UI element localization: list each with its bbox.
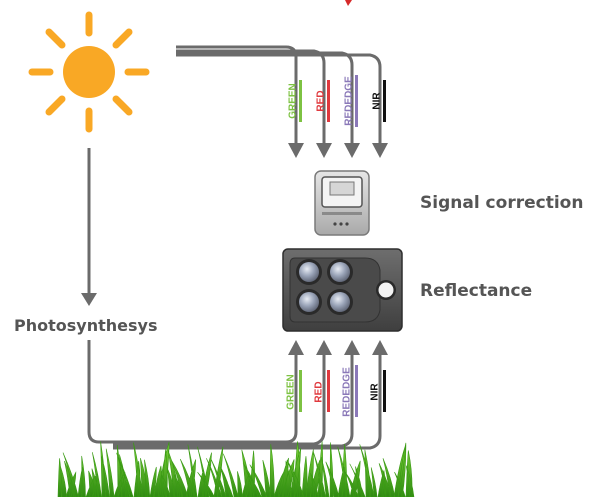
- band-label-red-bottom: RED: [314, 381, 325, 402]
- sun-icon: [28, 11, 150, 133]
- multispectral-camera-icon: [282, 248, 403, 332]
- incoming-band-labels: GREEN RED REDEDGE NIR: [288, 76, 383, 126]
- photosynthesis-label: Photosynthesys: [14, 316, 158, 335]
- incoming-light-lines: [176, 45, 382, 145]
- band-label-green-bottom: GREEN: [286, 374, 297, 410]
- reflected-band-bars: [299, 365, 386, 417]
- signal-correction-label: Signal correction: [420, 193, 584, 213]
- band-label-red-top: RED: [316, 90, 327, 111]
- sunshine-sensor-icon: [314, 170, 370, 236]
- grass-icon: [57, 441, 415, 497]
- reflected-arrowheads: [288, 340, 388, 355]
- reflected-band-labels: GREEN RED REDEDGE NIR: [286, 367, 381, 417]
- band-label-green-top: GREEN: [288, 83, 299, 119]
- incoming-arrowheads: [288, 143, 388, 158]
- reflected-light-lines: [87, 340, 382, 450]
- photosynthesis-arrow: [81, 148, 97, 306]
- band-label-rededge-top: REDEDGE: [344, 76, 355, 126]
- band-label-nir-top: NIR: [372, 92, 383, 110]
- band-label-nir-bottom: NIR: [370, 383, 381, 401]
- reflectance-label: Reflectance: [420, 281, 533, 301]
- top-marker: [345, 0, 352, 6]
- band-label-rededge-bottom: REDEDGE: [342, 367, 353, 417]
- incoming-band-bars: [299, 75, 386, 127]
